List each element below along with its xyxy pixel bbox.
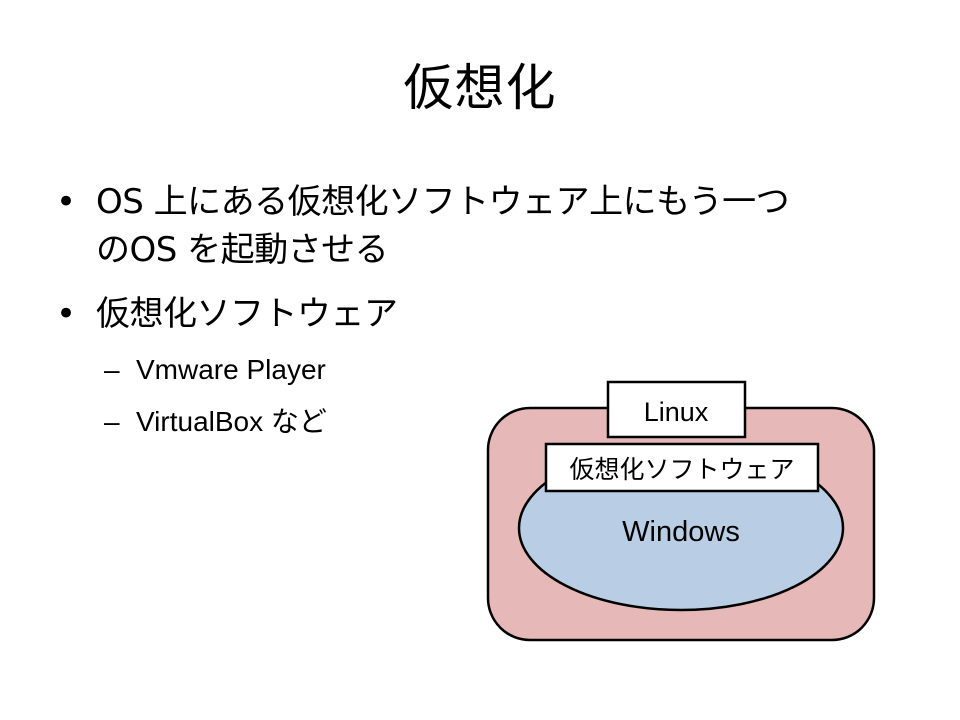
sub-bullet-dash: – [104,406,120,437]
sub-bullet-text: Vmware Player [136,354,326,385]
bullet-item-1: • OS 上にある仮想化ソフトウェア上にもう一つ のOS を起動させる [56,178,790,274]
bullet-dot: • [56,182,76,222]
sub-bullet-item-1: –Vmware Player [104,350,326,390]
sub-bullet-text: VirtualBox など [136,406,327,437]
bullet-line-1b: のOS を起動させる [96,230,389,270]
linux-label: Linux [644,397,709,427]
windows-label: Windows [622,516,740,548]
virtualization-software-box [544,442,820,493]
virtualization-software-label: 仮想化ソフトウェア [569,456,794,484]
page-title: 仮想化 [403,59,557,117]
sub-bullet-item-2: –VirtualBox など [104,402,327,442]
bullet-dot: • [56,294,76,334]
bullet-item-2: • 仮想化ソフトウェア [56,290,398,338]
bullet-line-1a: OS 上にある仮想化ソフトウェア上にもう一つ [96,182,790,222]
bullet-line-2: 仮想化ソフトウェア [96,294,398,334]
linux-box [606,380,747,439]
sub-bullet-dash: – [104,354,120,385]
